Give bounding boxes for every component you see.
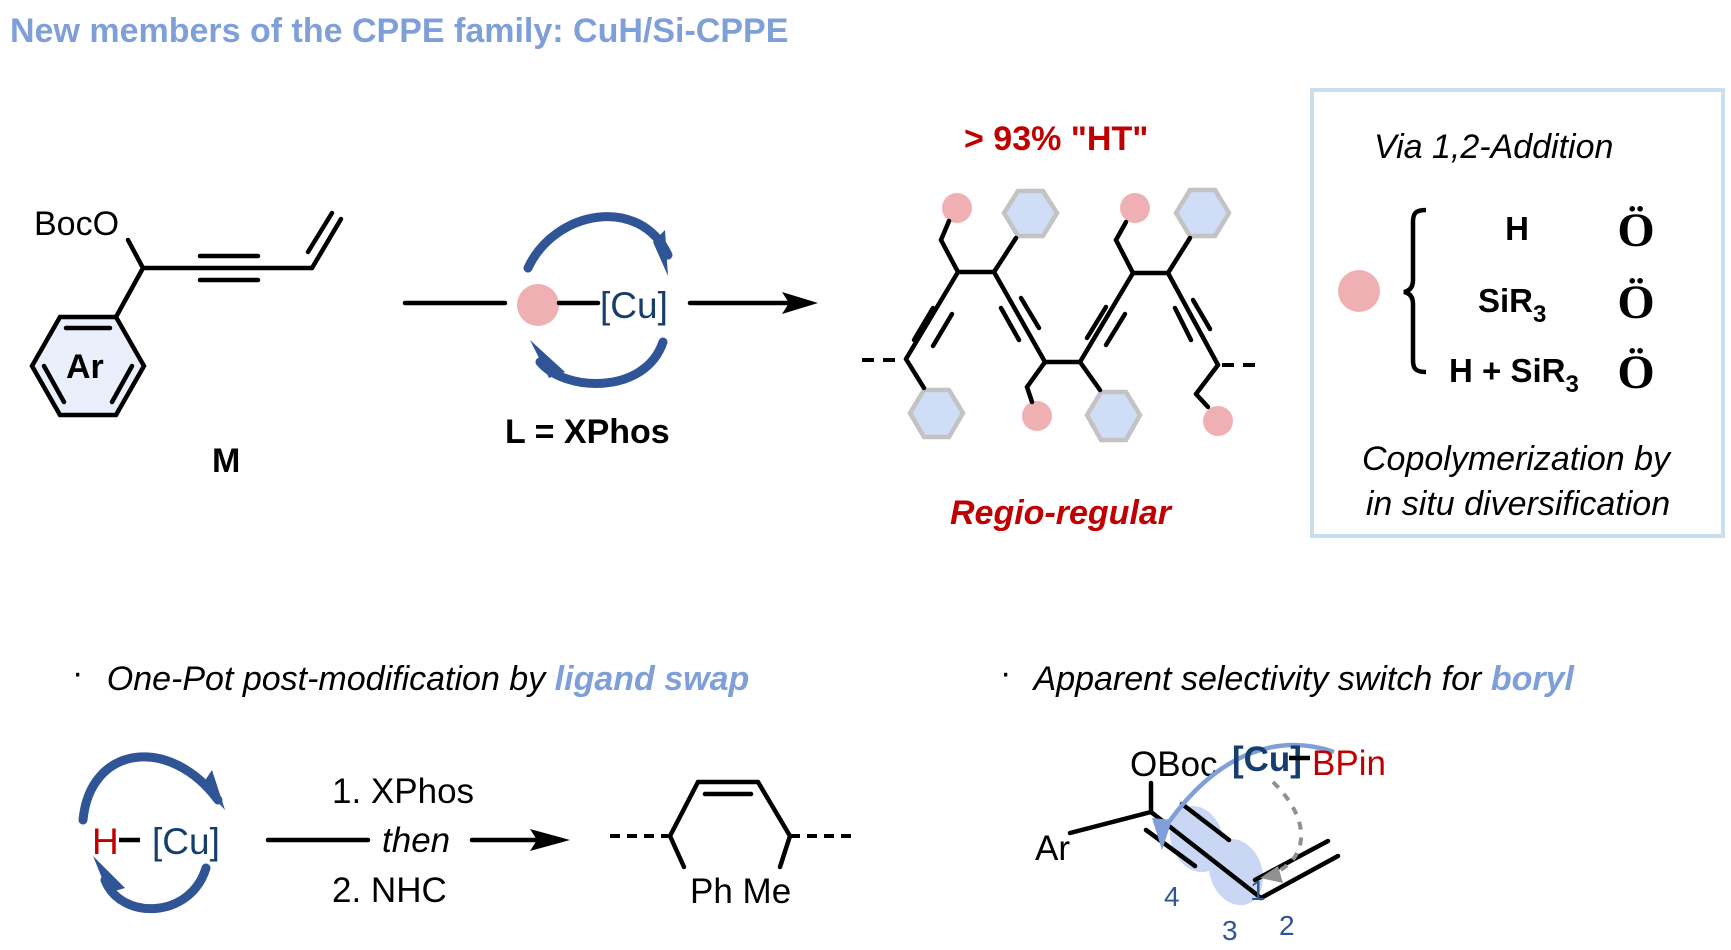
aryl-hexagon [907,387,966,440]
monomer-name: M [212,442,240,480]
ar-label: Ar [1035,829,1070,868]
product-structure: Ph Me [610,779,856,911]
position-4: 4 [1164,881,1180,912]
diversification-text: in situ diversification [1366,485,1670,523]
svg-text:H + SiR3: H + SiR3 [1449,352,1579,398]
then-label: then [382,821,450,860]
ligand-swap-highlight: ligand swap [555,660,750,698]
switch-arrow [1269,780,1304,877]
boryl-text: Apparent selectivity switch for [1032,660,1491,698]
bullet: · [72,654,83,692]
option-group: H [1505,210,1529,247]
substituent-dot [1022,401,1052,431]
arrow-head [782,292,818,314]
cycle-arrow-top [78,752,223,825]
boc-label: BocO [34,205,119,243]
aryl-hexagon [1001,188,1060,239]
option-mark: Ö [1617,346,1654,399]
substituent-dot [1203,406,1233,436]
position-3: 3 [1222,915,1238,946]
option-group: H + SiR [1449,352,1566,389]
copolymerization-text: Copolymerization by [1362,440,1672,478]
aryl-hexagon [1173,187,1232,239]
option-group: SiR [1478,282,1533,319]
option-row: SiR3 Ö [1478,276,1655,329]
position-1: 1 [1250,875,1266,906]
step2-label: 2. NHC [332,871,447,910]
position-2: 2 [1279,910,1295,941]
cycle-arrow-bottom [100,863,211,914]
regio-regular-label: Regio-regular [950,494,1173,532]
cu-catalyst: [Cu] [600,285,668,326]
option-subscript: 3 [1533,301,1546,328]
substituent-dot [942,193,972,223]
substituent-dot [1120,193,1150,223]
svg-text:SiR3: SiR3 [1478,282,1546,328]
boryl-section: · Apparent selectivity switch for boryl … [1000,654,1575,946]
hydride-label: H [92,821,119,862]
aryl-hexagon [1084,389,1143,443]
cycle-arrow-top [523,212,673,273]
substituent-dot [517,284,559,326]
ligand-swap-text: One-Pot post-modification by [107,660,555,698]
bullet: · [1000,654,1011,692]
option-row: H + SiR3 Ö [1449,346,1655,399]
cu-catalyst: [Cu] [152,821,220,862]
step1-label: 1. XPhos [332,772,474,811]
substituent-dot [1338,270,1380,312]
bpin-label: BPin [1312,744,1386,783]
option-mark: Ö [1617,276,1654,329]
option-row: H Ö [1505,204,1655,257]
oboc-label: OBoc [1130,745,1218,784]
ligand-label: L = XPhos [505,413,670,451]
polymer-structure: > 93% "HT" [862,120,1264,532]
ht-selectivity: > 93% "HT" [964,120,1148,158]
boryl-highlight: boryl [1491,660,1576,698]
product-substituents: Ph Me [690,872,791,911]
svg-text:· One-Pot post-modificat: · One-Pot post-modification by ligand sw… [72,654,749,698]
cycle-arrow-bottom [535,337,668,388]
arrow-head [530,829,570,851]
page-title: New members of the CPPE family: CuH/Si-C… [10,12,788,50]
catalytic-reaction-arrow: [Cu] L = XPhos [402,212,818,451]
option-subscript: 3 [1565,371,1578,398]
option-mark: Ö [1617,204,1654,257]
addition-heading: Via 1,2-Addition [1374,128,1613,166]
addition-arrow [1160,742,1335,834]
svg-text:· Apparent selectivity: · Apparent selectivity switch for boryl [1000,654,1575,698]
brace [1403,207,1427,375]
ligand-swap-section: · One-Pot post-modification by ligand sw… [72,654,856,914]
ring-label: Ar [66,348,104,386]
addition-box: Via 1,2-Addition H Ö SiR3 Ö H + SiR3 Ö C… [1310,88,1725,538]
monomer-structure: BocO Ar M [29,205,344,480]
